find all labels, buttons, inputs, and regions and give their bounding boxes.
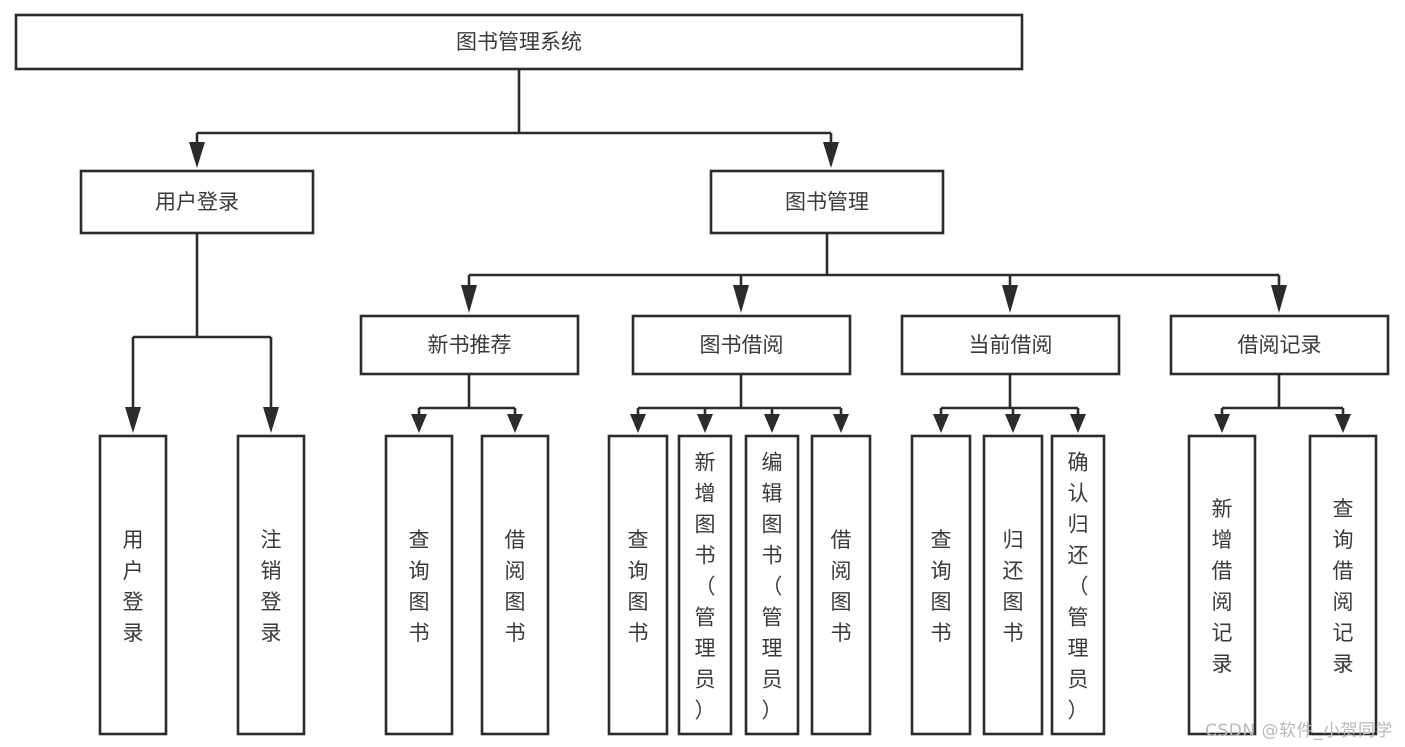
csdn-watermark: CSDN @软件_小贺同学 — [1205, 721, 1393, 741]
arrow-icon-to-leaf-add-book-admin — [697, 414, 713, 433]
node-box-user-login[interactable] — [79, 169, 315, 235]
node-label-root: 图书管理系统 — [456, 30, 582, 54]
node-new-book-recommend[interactable]: 新书推荐 — [359, 314, 580, 376]
node-label-leaf-query-book-1: 查询图书 — [409, 528, 430, 645]
node-label-leaf-edit-book-admin: 编辑图书（管理员） — [762, 451, 783, 723]
node-label-leaf-query-borrow-record: 查询借阅记录 — [1333, 497, 1354, 676]
node-label-leaf-borrow-book-2: 借阅图书 — [831, 528, 852, 645]
node-box-borrow-record[interactable] — [1169, 314, 1390, 376]
node-box-leaf-edit-book-admin[interactable] — [744, 434, 800, 736]
node-box-leaf-add-book-admin[interactable] — [677, 434, 733, 736]
arrow-icon-to-user-login — [189, 142, 205, 168]
node-box-leaf-add-borrow-record[interactable] — [1187, 434, 1257, 736]
node-box-book-borrow[interactable] — [631, 314, 852, 376]
node-label-leaf-user-logout: 注销登录 — [261, 528, 282, 645]
node-box-leaf-borrow-book-2[interactable] — [810, 434, 872, 736]
node-leaf-query-book-3[interactable]: 查询图书 — [910, 434, 972, 736]
node-leaf-query-book-2[interactable]: 查询图书 — [607, 434, 669, 736]
node-box-leaf-query-book-2[interactable] — [607, 434, 669, 736]
arrow-icon-to-leaf-add-borrow-record — [1214, 414, 1230, 433]
node-box-leaf-user-logout[interactable] — [236, 434, 306, 736]
arrow-icon-to-leaf-query-book-2 — [630, 414, 646, 433]
node-label-leaf-borrow-book-1: 借阅图书 — [505, 528, 526, 645]
node-leaf-add-borrow-record[interactable]: 新增借阅记录 — [1187, 434, 1257, 736]
connectors-layer — [131, 69, 1345, 414]
node-leaf-user-logout[interactable]: 注销登录 — [236, 434, 306, 736]
arrow-icon-to-book-manage — [823, 142, 839, 168]
node-current-borrow[interactable]: 当前借阅 — [900, 314, 1121, 376]
node-box-leaf-return-book[interactable] — [982, 434, 1044, 736]
node-book-borrow[interactable]: 图书借阅 — [631, 314, 852, 376]
node-box-leaf-borrow-book-1[interactable] — [480, 434, 550, 736]
node-box-leaf-user-login[interactable] — [98, 434, 168, 736]
node-label-leaf-confirm-return-admin: 确认归还（管理员） — [1068, 451, 1089, 723]
node-label-new-book-recommend: 新书推荐 — [428, 333, 512, 357]
node-label-leaf-query-book-2: 查询图书 — [628, 528, 649, 645]
node-leaf-user-login[interactable]: 用户登录 — [98, 434, 168, 736]
node-leaf-add-book-admin[interactable]: 新增图书（管理员） — [677, 434, 733, 736]
node-leaf-borrow-book-2[interactable]: 借阅图书 — [810, 434, 872, 736]
node-leaf-return-book[interactable]: 归还图书 — [982, 434, 1044, 736]
arrow-icon-to-borrow-record — [1271, 285, 1287, 313]
arrow-icon-to-leaf-query-borrow-record — [1335, 414, 1351, 433]
node-leaf-confirm-return-admin[interactable]: 确认归还（管理员） — [1050, 434, 1106, 736]
node-box-leaf-confirm-return-admin[interactable] — [1050, 434, 1106, 736]
node-label-leaf-query-book-3: 查询图书 — [931, 528, 952, 645]
node-label-book-manage: 图书管理 — [785, 190, 869, 214]
arrow-icon-to-current-borrow — [1002, 285, 1018, 313]
node-leaf-query-borrow-record[interactable]: 查询借阅记录 — [1308, 434, 1378, 736]
node-box-leaf-query-book-1[interactable] — [384, 434, 454, 736]
node-label-borrow-record: 借阅记录 — [1238, 333, 1322, 357]
arrow-icon-to-leaf-query-book-1 — [411, 414, 427, 433]
node-box-new-book-recommend[interactable] — [359, 314, 580, 376]
arrow-icon-to-leaf-query-book-3 — [933, 414, 949, 433]
node-borrow-record[interactable]: 借阅记录 — [1169, 314, 1390, 376]
node-box-leaf-query-borrow-record[interactable] — [1308, 434, 1378, 736]
arrow-icon-to-leaf-borrow-book-2 — [833, 414, 849, 433]
node-label-current-borrow: 当前借阅 — [969, 333, 1053, 357]
node-label-leaf-user-login: 用户登录 — [123, 528, 144, 645]
node-leaf-borrow-book-1[interactable]: 借阅图书 — [480, 434, 550, 736]
arrow-icon-to-leaf-user-login — [125, 407, 141, 433]
arrow-icon-to-book-borrow — [733, 285, 749, 313]
node-leaf-query-book-1[interactable]: 查询图书 — [384, 434, 454, 736]
arrowheads-layer — [125, 142, 1351, 433]
node-root[interactable]: 图书管理系统 — [14, 13, 1024, 71]
arrow-icon-to-leaf-confirm-return-admin — [1070, 414, 1086, 433]
arrow-icon-to-leaf-return-book — [1005, 414, 1021, 433]
node-book-manage[interactable]: 图书管理 — [709, 169, 945, 235]
node-label-leaf-add-book-admin: 新增图书（管理员） — [695, 451, 716, 723]
node-box-current-borrow[interactable] — [900, 314, 1121, 376]
node-label-leaf-return-book: 归还图书 — [1003, 528, 1024, 645]
arrow-icon-to-new-book-recommend — [461, 285, 477, 313]
node-leaf-edit-book-admin[interactable]: 编辑图书（管理员） — [744, 434, 800, 736]
node-label-user-login: 用户登录 — [155, 190, 239, 214]
node-box-root[interactable] — [14, 13, 1024, 71]
node-user-login[interactable]: 用户登录 — [79, 169, 315, 235]
node-box-leaf-query-book-3[interactable] — [910, 434, 972, 736]
node-label-leaf-add-borrow-record: 新增借阅记录 — [1212, 497, 1233, 676]
arrow-icon-to-leaf-borrow-book-1 — [507, 414, 523, 433]
node-label-book-borrow: 图书借阅 — [700, 333, 784, 357]
arrow-icon-to-leaf-user-logout — [263, 407, 279, 433]
node-box-book-manage[interactable] — [709, 169, 945, 235]
nodes-layer: 图书管理系统用户登录图书管理新书推荐图书借阅当前借阅借阅记录用户登录注销登录查询… — [14, 13, 1390, 736]
arrow-icon-to-leaf-edit-book-admin — [764, 414, 780, 433]
